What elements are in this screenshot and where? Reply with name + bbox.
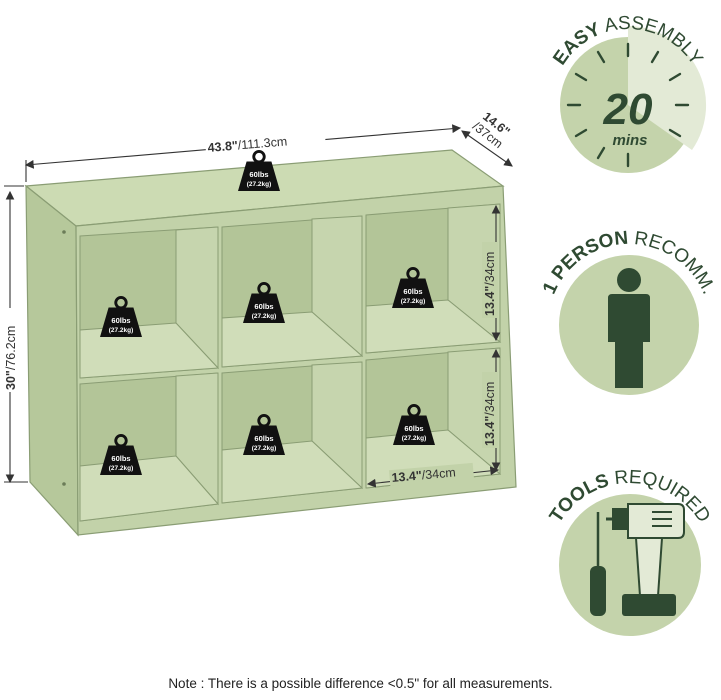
- svg-text:60lbs: 60lbs: [403, 287, 422, 296]
- cube-width-inches: 13.4": [391, 468, 422, 485]
- cube-width-label: 13.4"/34cm: [388, 462, 475, 487]
- cubby-top-right: [365, 203, 502, 354]
- cube-organizer: [24, 149, 517, 537]
- weight-badge-cubby-bottom-right: 60lbs (27.2kg): [391, 404, 437, 446]
- svg-text:60lbs: 60lbs: [254, 434, 273, 443]
- svg-text:13.4"/34cm: 13.4"/34cm: [483, 252, 497, 316]
- weight-badge-top: 60lbs (27.2kg): [236, 150, 282, 192]
- height-label: 30"/76.2cm: [3, 308, 19, 392]
- weight-badge-cubby-top-middle: 60lbs (27.2kg): [241, 282, 287, 324]
- svg-text:60lbs: 60lbs: [249, 170, 268, 179]
- svg-text:(27.2kg): (27.2kg): [109, 465, 134, 472]
- svg-text:(27.2kg): (27.2kg): [109, 327, 134, 334]
- cube-height-inches-2: 13.4": [483, 416, 497, 446]
- svg-text:(27.2kg): (27.2kg): [247, 181, 272, 188]
- width-cm: /111.3cm: [237, 134, 288, 152]
- height-cm: /76.2cm: [4, 326, 18, 370]
- cubby-top-middle: [221, 215, 364, 368]
- left-side-panel: [25, 184, 79, 537]
- screwdriver-icon: [590, 512, 606, 616]
- width-label: 43.8"/111.3cm: [205, 130, 326, 157]
- weight-badge-cubby-bottom-middle: 60lbs (27.2kg): [241, 414, 287, 456]
- cube-height-cm: /34cm: [483, 252, 497, 286]
- width-inches: 43.8": [207, 139, 238, 155]
- cube-height-inches: 13.4": [483, 286, 497, 316]
- cube-height-top-label: 13.4"/34cm: [482, 242, 498, 318]
- timer-wedge: [628, 26, 707, 150]
- one-person-badge: 1 PERSON RECOMM.: [539, 228, 719, 395]
- clock-icon: [566, 42, 690, 168]
- cube-height-bottom-label: 13.4"/34cm: [482, 372, 498, 448]
- weight-badge-cubby-bottom-left: 60lbs (27.2kg): [98, 434, 144, 476]
- svg-text:60lbs: 60lbs: [111, 454, 130, 463]
- svg-text:(27.2kg): (27.2kg): [252, 445, 277, 452]
- svg-text:13.4"/34cm: 13.4"/34cm: [483, 382, 497, 446]
- svg-text:30"/76.2cm: 30"/76.2cm: [4, 326, 18, 390]
- svg-text:60lbs: 60lbs: [254, 302, 273, 311]
- svg-text:13.4"/34cm: 13.4"/34cm: [391, 465, 456, 485]
- drill-icon: [606, 503, 685, 616]
- assembly-unit: mins: [612, 132, 647, 149]
- svg-text:(27.2kg): (27.2kg): [402, 435, 427, 442]
- easy-assembly-badge: 20 mins EASY ASSEMBLY: [549, 13, 707, 173]
- svg-text:43.8"/111.3cm: 43.8"/111.3cm: [207, 134, 288, 155]
- weight-badge-cubby-top-left: 60lbs (27.2kg): [98, 296, 144, 338]
- measurement-note: Note : There is a possible difference <0…: [168, 676, 553, 691]
- svg-text:(27.2kg): (27.2kg): [401, 298, 426, 305]
- cubby-bottom-left: [79, 372, 219, 522]
- cubby-top-left: [79, 226, 220, 379]
- cube-width-cm: /34cm: [421, 465, 456, 482]
- svg-text:60lbs: 60lbs: [111, 316, 130, 325]
- depth-label: 14.6" /37cm: [470, 109, 513, 151]
- cube-height-cm-2: /34cm: [483, 382, 497, 416]
- assembly-minutes: 20: [603, 85, 653, 134]
- tools-required-badge: TOOLS REQUIRED: [546, 467, 714, 636]
- svg-text:60lbs: 60lbs: [404, 424, 423, 433]
- height-inches: 30": [4, 370, 18, 390]
- weight-badge-cubby-top-right: 60lbs (27.2kg): [390, 267, 436, 309]
- person-icon: [608, 268, 650, 388]
- cubby-bottom-middle: [221, 361, 364, 504]
- svg-text:(27.2kg): (27.2kg): [252, 313, 277, 320]
